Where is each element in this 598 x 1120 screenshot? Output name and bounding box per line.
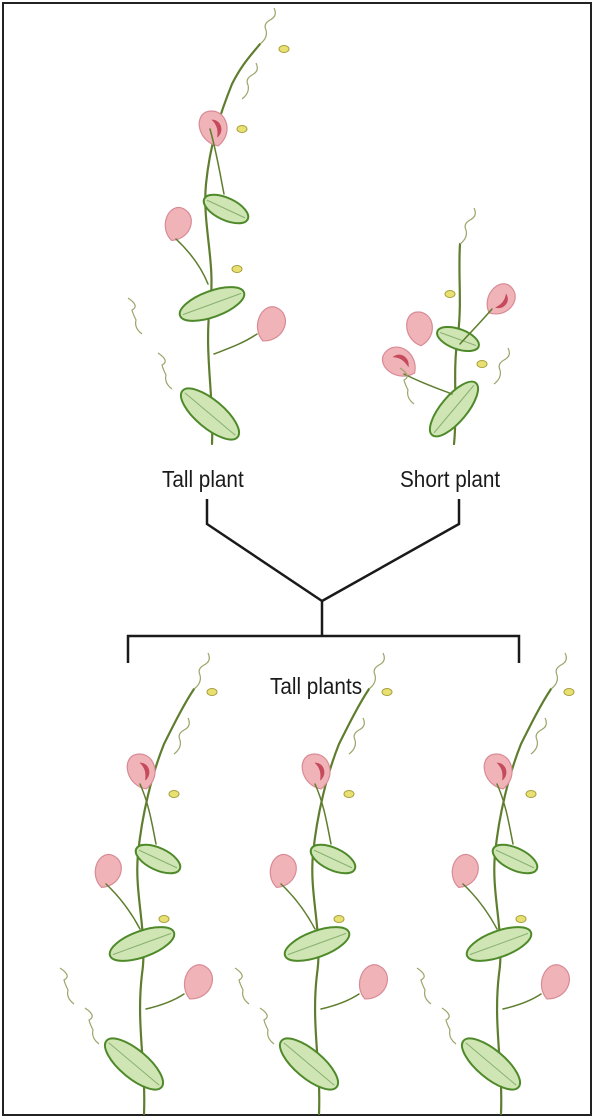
flower: [480, 750, 518, 793]
tendril: [85, 1008, 99, 1044]
flower: [404, 310, 435, 348]
stem: [463, 884, 497, 929]
offspring-label: Tall plants: [270, 673, 362, 700]
tall-parent-plant: [128, 8, 290, 448]
tendril: [417, 968, 431, 1004]
stem: [176, 239, 208, 284]
bud: [382, 689, 392, 696]
bud: [344, 791, 354, 798]
flower: [378, 342, 423, 383]
tendril: [194, 653, 209, 689]
stem: [106, 884, 140, 929]
offspring-plant-3: [417, 653, 574, 1114]
bud: [564, 689, 574, 696]
flower: [536, 961, 574, 1004]
tall-parent-branch: [207, 499, 322, 601]
flower: [123, 750, 161, 793]
leaf: [454, 1030, 527, 1098]
tendril: [442, 1008, 456, 1044]
leaf: [132, 839, 185, 879]
tendril: [260, 8, 275, 44]
offspring-plant-2: [235, 653, 392, 1114]
cross-diagram: [4, 4, 598, 1120]
stem: [205, 44, 260, 444]
bud: [237, 126, 247, 133]
bud: [159, 916, 169, 923]
bud: [516, 916, 526, 923]
bud: [526, 791, 536, 798]
offspring-plant-1: [60, 653, 217, 1114]
flower: [354, 961, 392, 1004]
tendril: [369, 653, 384, 689]
bud: [207, 689, 217, 696]
flower: [161, 205, 194, 244]
leaf: [272, 1030, 345, 1098]
bud: [334, 916, 344, 923]
tendril: [158, 353, 172, 389]
stem: [503, 994, 541, 1009]
cross-connector: [128, 499, 519, 663]
stem: [146, 994, 184, 1009]
tendril: [260, 1008, 274, 1044]
bud: [279, 46, 289, 53]
bud: [477, 361, 487, 368]
stem: [312, 689, 369, 1114]
stem: [494, 689, 551, 1114]
stem: [321, 994, 359, 1009]
stem: [214, 334, 257, 354]
tendril: [494, 348, 509, 384]
flower: [298, 750, 336, 793]
short-plant-label: Short plant: [400, 466, 500, 493]
tendril: [349, 718, 364, 754]
bud: [232, 266, 242, 273]
tendril: [128, 298, 142, 334]
stem: [404, 374, 452, 394]
tendril: [174, 718, 189, 754]
flower: [179, 961, 217, 1004]
tall-plant-label: Tall plant: [162, 466, 244, 493]
leaf: [307, 839, 360, 879]
tendril: [60, 968, 74, 1004]
bud: [169, 791, 179, 798]
short-parent-branch: [322, 499, 459, 601]
tendril: [551, 653, 566, 689]
tendril: [235, 968, 249, 1004]
short-parent-plant: [378, 208, 521, 444]
flower: [252, 303, 290, 346]
bud: [445, 291, 455, 298]
offspring-bracket: [128, 636, 519, 663]
stem: [281, 884, 315, 929]
tendril: [242, 63, 257, 99]
leaf: [97, 1030, 170, 1098]
tendril: [531, 718, 546, 754]
stem: [137, 689, 194, 1114]
leaf: [489, 839, 542, 879]
tendril: [460, 208, 475, 244]
